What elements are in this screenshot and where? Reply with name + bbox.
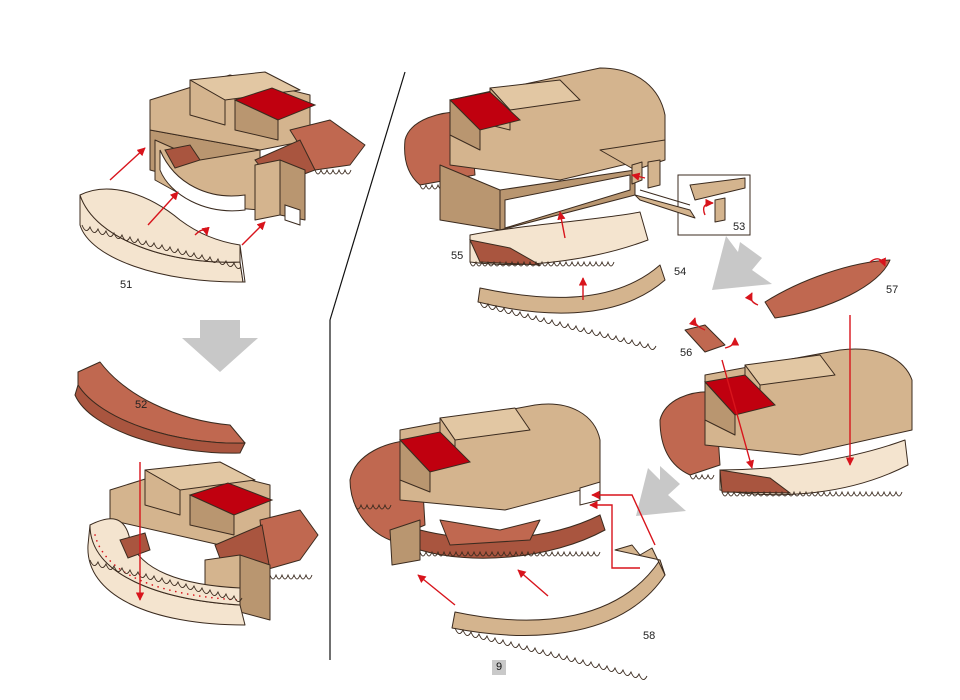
page-number: 9 <box>492 660 506 675</box>
step-52-figure: 52 <box>75 362 318 625</box>
step-51-figure: 51 <box>80 72 365 291</box>
step-56-label: 56 <box>680 347 692 359</box>
step-54-label: 54 <box>674 266 686 278</box>
step-55-label: 55 <box>451 250 463 262</box>
step-57-label: 57 <box>886 284 898 296</box>
step-52-label: 52 <box>135 399 147 411</box>
step-58-figure: 58 <box>350 404 665 680</box>
step-53-label: 53 <box>733 221 745 233</box>
diagonal-arrow-icon <box>712 236 772 290</box>
step-58-label: 58 <box>643 630 655 642</box>
step-51-label: 51 <box>120 279 132 291</box>
diagonal-arrow-icon-2 <box>636 466 686 516</box>
step-53-55-figure: 53 55 54 <box>405 68 750 350</box>
panel-divider-line <box>330 72 405 320</box>
step-56-57-figure: 57 56 <box>660 259 912 496</box>
down-arrow-icon <box>182 320 258 372</box>
